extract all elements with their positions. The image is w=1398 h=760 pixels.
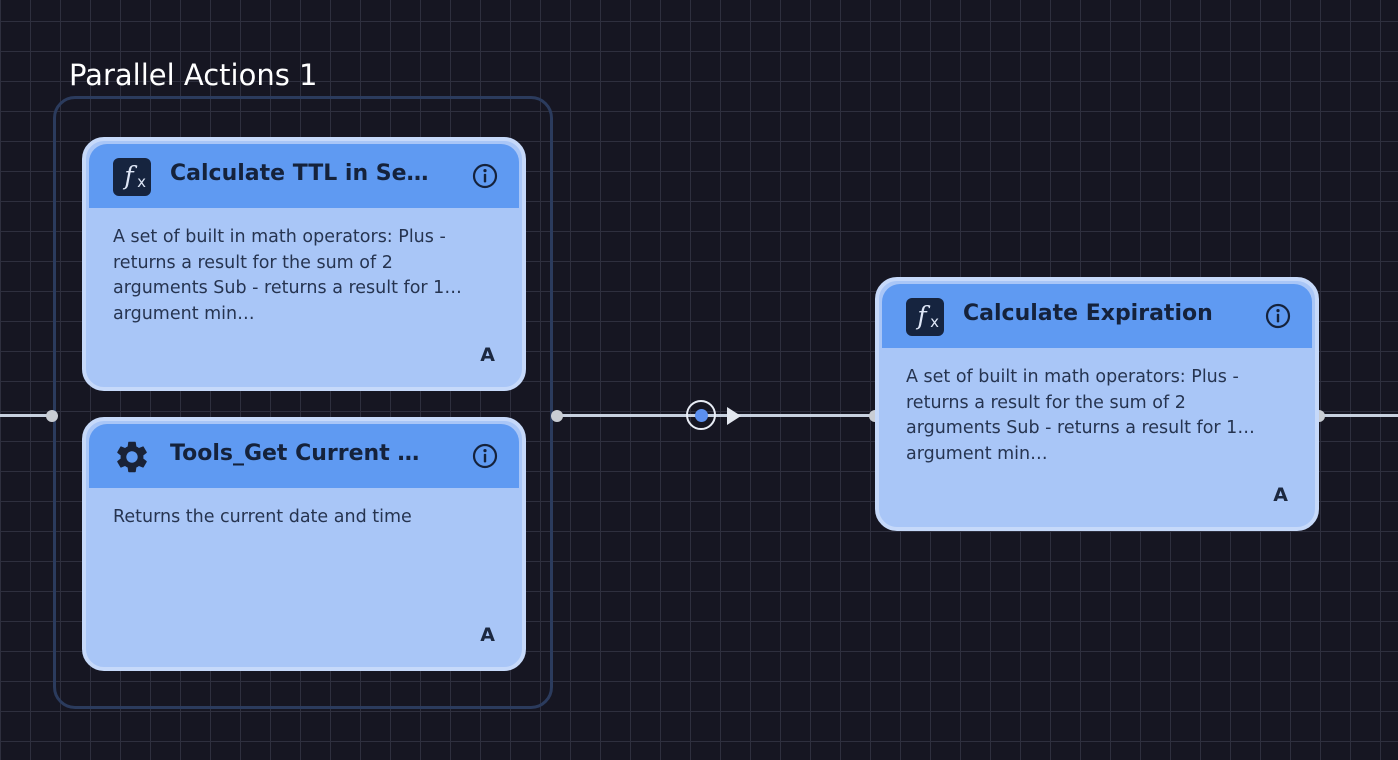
node-tools-get-current[interactable]: Tools_Get Current … Returns the current …	[82, 417, 526, 671]
node-header: Tools_Get Current …	[89, 424, 519, 488]
flow-marker-dot	[694, 408, 708, 422]
group-title: Parallel Actions 1	[69, 58, 318, 92]
parallel-actions-group[interactable]	[53, 96, 553, 709]
node-title: Tools_Get Current …	[170, 441, 420, 466]
info-icon[interactable]	[472, 163, 498, 189]
node-title: Calculate Expiration	[963, 301, 1213, 326]
connector-right-outgoing	[1319, 414, 1398, 417]
node-description: Returns the current date and time	[113, 507, 412, 527]
node-description: A set of built in math operators: Plus -…	[906, 367, 1239, 464]
group-output-port[interactable]	[551, 410, 563, 422]
connector-left-incoming	[0, 414, 52, 417]
node-badge: A	[480, 344, 495, 366]
node-badge: A	[480, 624, 495, 646]
node-badge: A	[1273, 484, 1288, 506]
group-input-port[interactable]	[46, 410, 58, 422]
info-icon[interactable]	[1265, 303, 1291, 329]
flow-arrow-icon	[727, 407, 741, 425]
gear-icon	[113, 438, 151, 476]
connector-group-to-expiration	[557, 414, 875, 417]
flow-progress-marker[interactable]	[686, 400, 716, 430]
node-title: Calculate TTL in Se…	[170, 161, 429, 186]
node-description: A set of built in math operators: Plus -…	[113, 227, 446, 324]
info-icon[interactable]	[472, 443, 498, 469]
